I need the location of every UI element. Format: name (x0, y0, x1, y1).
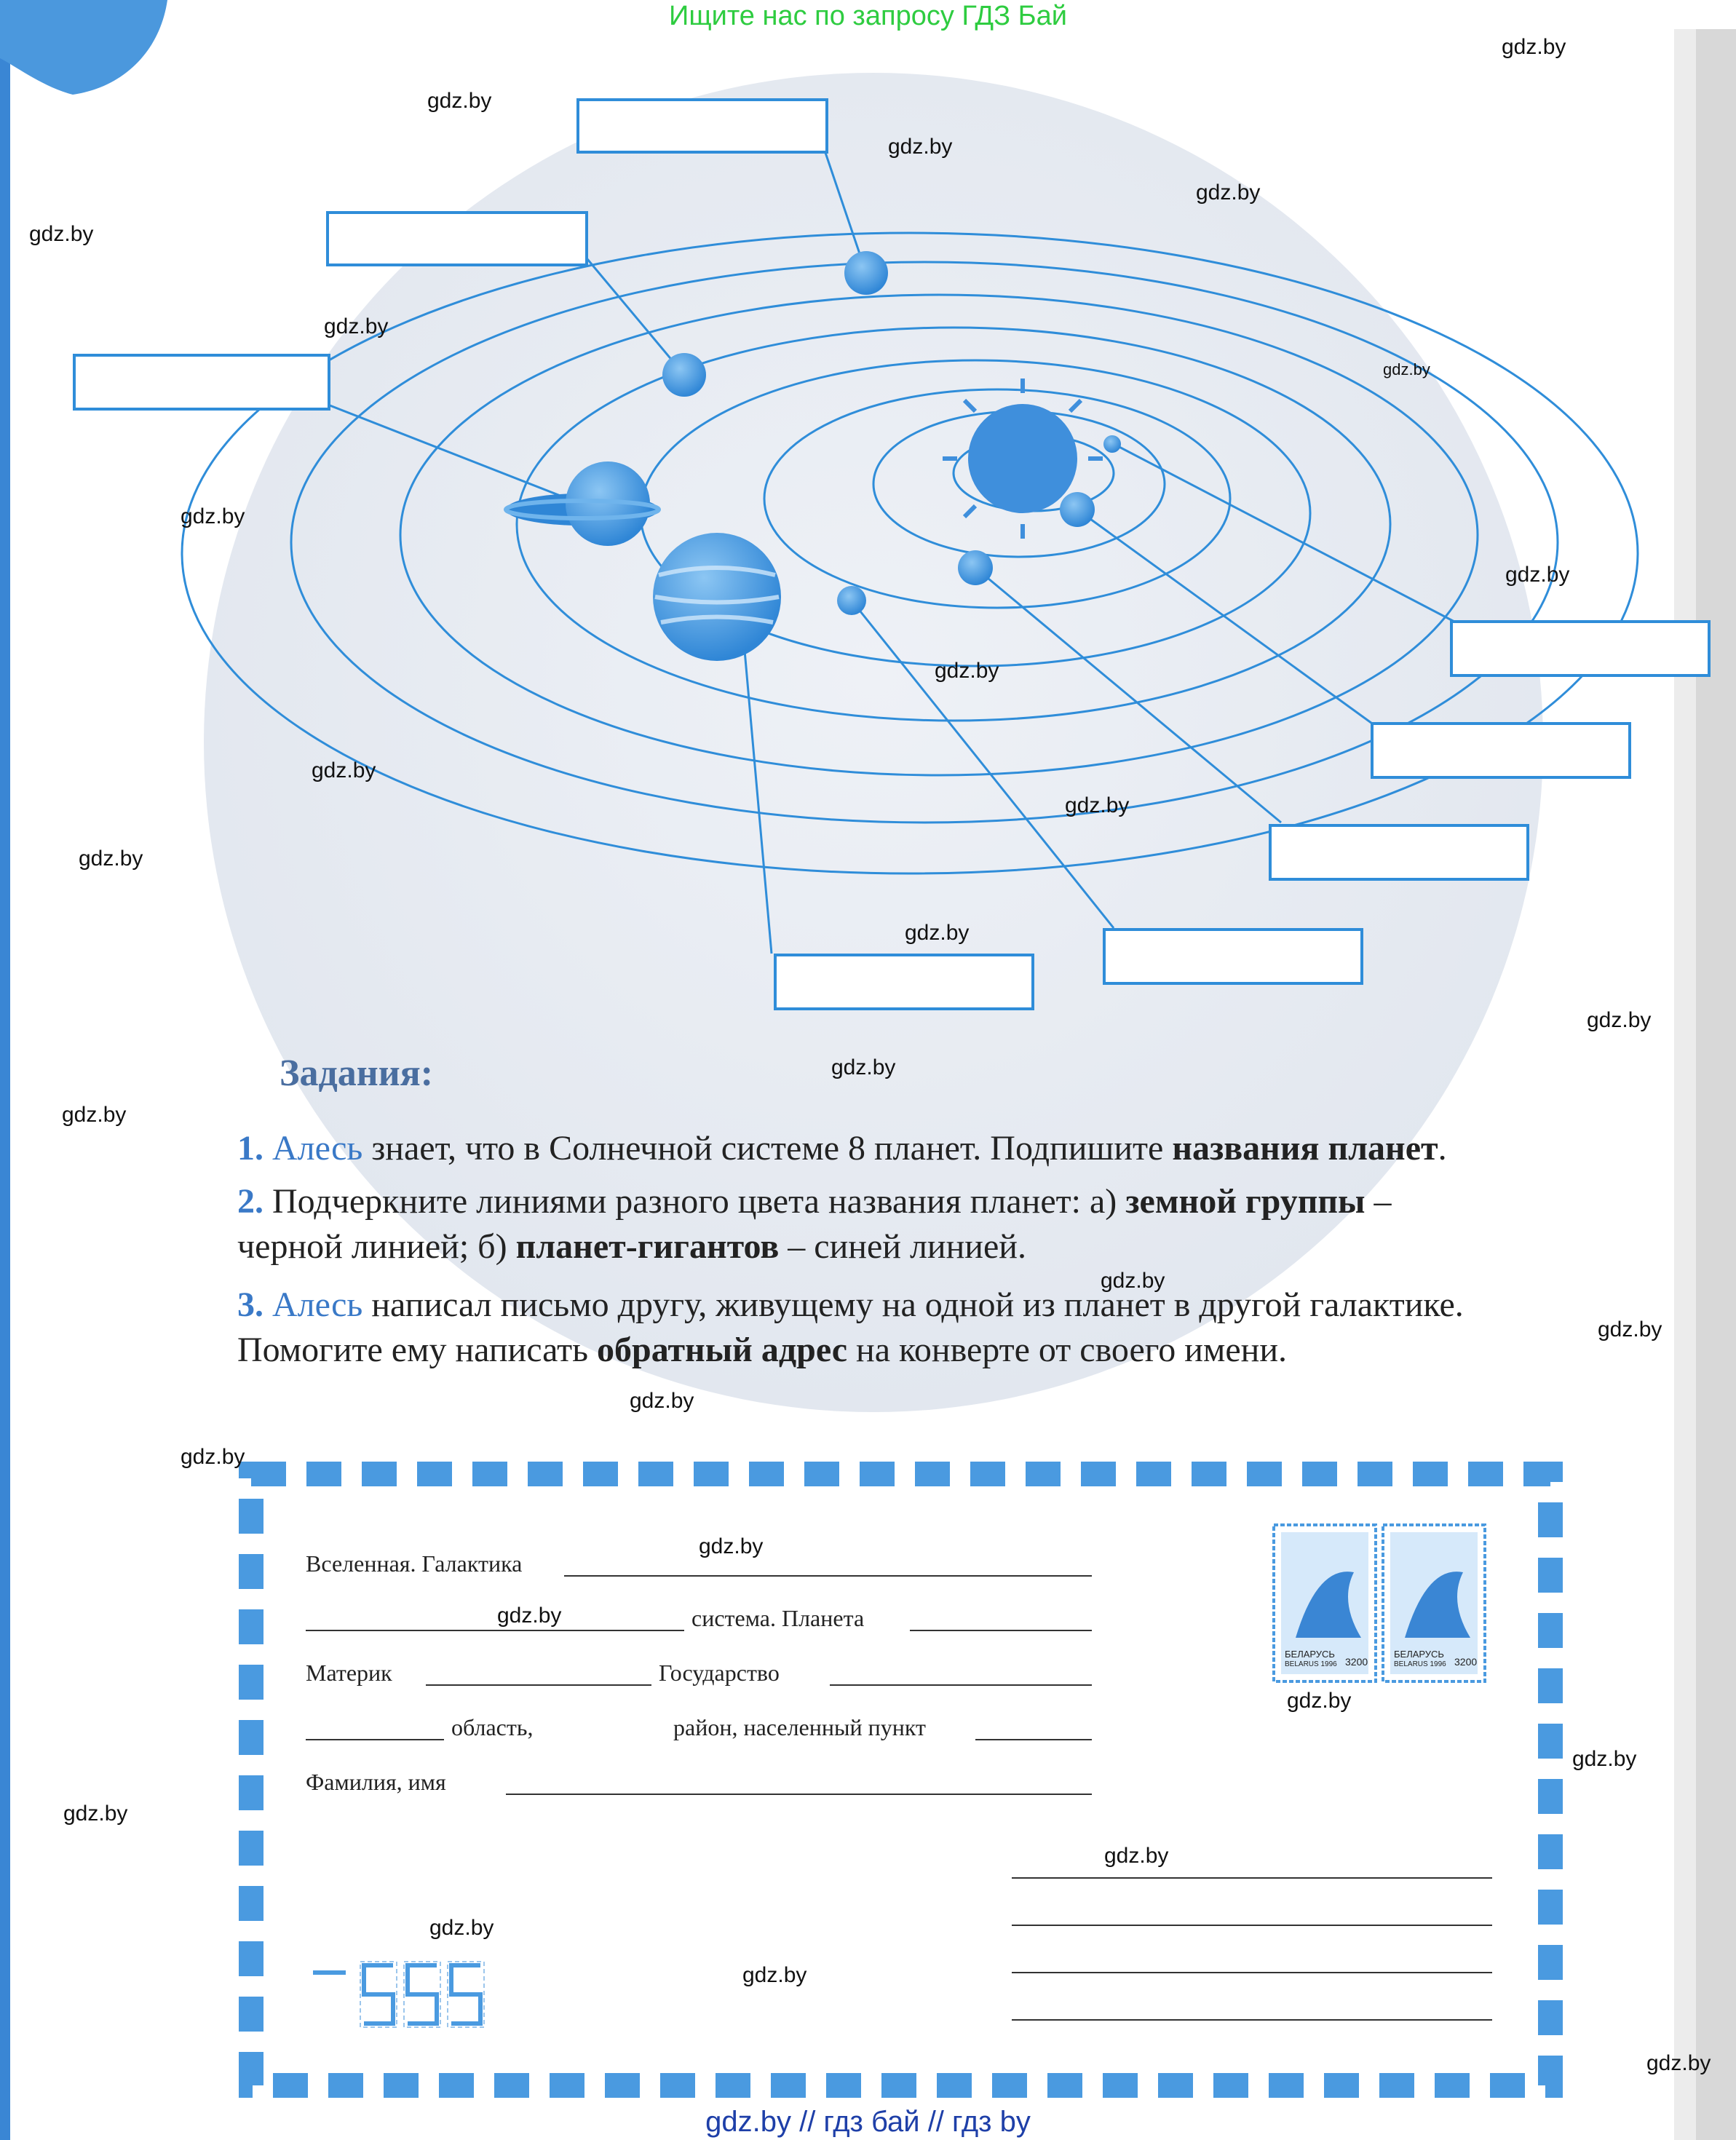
watermark: gdz.by (1287, 1689, 1351, 1713)
envelope-line-galaxy: Вселенная. Галактика (306, 1550, 522, 1577)
task-bold: земной группы (1125, 1182, 1365, 1221)
envelope-line-system: система. Планета (691, 1605, 864, 1632)
watermark: gdz.by (29, 222, 93, 247)
watermark: gdz.by (63, 1802, 127, 1826)
watermark: gdz.by (1646, 2051, 1711, 2076)
planet-jupiter (653, 533, 781, 661)
watermark: gdz.by (935, 659, 999, 683)
envelope-line-country: Государство (659, 1660, 780, 1687)
task-text: черной линией; б) (237, 1227, 516, 1266)
watermark: gdz.by (181, 504, 245, 529)
planet-earth (958, 550, 993, 585)
task-2: 2. Подчеркните линиями разного цвета наз… (237, 1179, 1591, 1269)
watermark: gdz.by (888, 135, 952, 159)
planet-label-box-mars[interactable] (1103, 928, 1363, 985)
watermark: gdz.by (497, 1604, 561, 1628)
footer-links: gdz.by // гдз бай // гдз by (0, 2106, 1736, 2139)
task-3: 3. Алесь написал письмо другу, живущему … (237, 1283, 1591, 1373)
task-name: Алесь (272, 1129, 362, 1168)
task-number: 3. (237, 1285, 263, 1324)
envelope-line-region: область, (451, 1714, 533, 1741)
planet-label-box-uranus[interactable] (326, 211, 588, 266)
planet-label-box-venus[interactable] (1371, 722, 1631, 779)
planet-label-box-jupiter[interactable] (774, 954, 1034, 1010)
watermark: gdz.by (1572, 1747, 1636, 1772)
task-bold: обратный адрес (597, 1331, 847, 1369)
watermark: gdz.by (1065, 793, 1129, 818)
task-text: написал письмо другу, живущему на одной … (362, 1285, 1464, 1324)
envelope-line-name: Фамилия, имя (306, 1769, 446, 1796)
watermark: gdz.by (831, 1055, 895, 1080)
search-banner: Ищите нас по запросу ГДЗ Бай (0, 0, 1736, 32)
task-text: – (1366, 1182, 1392, 1221)
task-text: знает, что в Солнечной системе 8 планет.… (362, 1129, 1172, 1168)
watermark: gdz.by (1196, 181, 1260, 205)
task-1: 1. Алесь знает, что в Солнечной системе … (237, 1126, 1591, 1171)
task-text: – синей линией. (779, 1227, 1026, 1266)
envelope-line-district: район, населенный пункт (673, 1714, 926, 1741)
left-border-strip (0, 0, 10, 2140)
task-text: Помогите ему написать (237, 1331, 597, 1369)
page-edge-shadow (1696, 29, 1736, 2140)
task-bold: планет-гигантов (516, 1227, 780, 1266)
stamp-country-latin: BELARUS 1996 (1285, 1660, 1337, 1668)
watermark: gdz.by (630, 1389, 694, 1414)
watermark: gdz.by (1104, 1844, 1168, 1868)
watermark: gdz.by (79, 847, 143, 871)
planet-mars (837, 586, 866, 615)
planet-venus (1060, 492, 1095, 527)
stamp-value-label: 3200 (1345, 1656, 1368, 1668)
stamp-country-label: БЕЛАРУСЬ (1394, 1649, 1444, 1660)
watermark: gdz.by (905, 921, 969, 946)
planet-uranus (662, 353, 706, 397)
watermark: gdz.by (324, 314, 388, 339)
envelope-line-continent: Материк (306, 1660, 392, 1687)
planet-label-box-neptune[interactable] (576, 98, 828, 154)
task-end: . (1438, 1129, 1447, 1168)
watermark: gdz.by (742, 1963, 806, 1988)
stamp-country-label: БЕЛАРУСЬ (1285, 1649, 1335, 1660)
watermark: gdz.by (1383, 360, 1430, 379)
watermark: gdz.by (1505, 563, 1569, 587)
watermark: gdz.by (181, 1445, 245, 1470)
watermark: gdz.by (699, 1534, 763, 1559)
watermark: gdz.by (1598, 1317, 1662, 1342)
task-bold: названия планет (1172, 1129, 1438, 1168)
watermark: gdz.by (312, 758, 376, 783)
stamp-country-latin: BELARUS 1996 (1394, 1660, 1446, 1668)
planet-mercury (1103, 435, 1121, 453)
task-number: 2. (237, 1182, 263, 1221)
watermark: gdz.by (427, 89, 491, 114)
watermark: gdz.by (429, 1916, 494, 1941)
task-text: Подчеркните линиями разного цвета назван… (263, 1182, 1125, 1221)
task-text: на конверте от своего имени. (847, 1331, 1287, 1369)
planet-neptune (844, 251, 888, 295)
tasks-heading: Задания: (280, 1052, 433, 1095)
watermark: gdz.by (1502, 35, 1566, 60)
watermark: gdz.by (62, 1103, 126, 1128)
stamp-value-label: 3200 (1454, 1656, 1477, 1668)
watermark: gdz.by (1587, 1008, 1651, 1033)
task-name: Алесь (272, 1285, 362, 1324)
planet-label-box-saturn[interactable] (73, 354, 330, 411)
planet-label-box-earth[interactable] (1269, 824, 1529, 881)
planet-label-box-mercury[interactable] (1450, 620, 1711, 677)
task-number: 1. (237, 1129, 263, 1168)
